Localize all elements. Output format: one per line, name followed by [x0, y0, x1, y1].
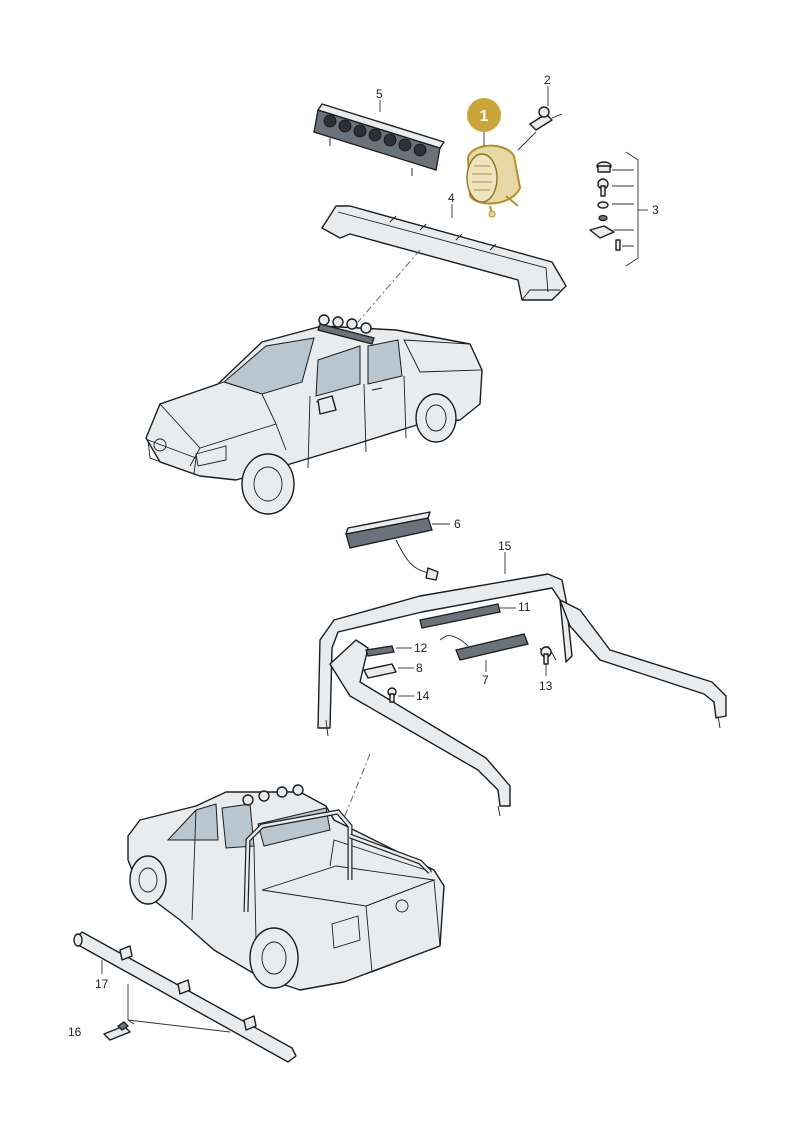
- pickup-truck-front-view: [145, 314, 483, 515]
- screw-13[interactable]: [540, 646, 552, 665]
- label-4: 4: [448, 191, 455, 205]
- label-7: 7: [482, 673, 489, 687]
- clip-8[interactable]: [363, 663, 397, 679]
- highlight-badge[interactable]: [467, 98, 501, 132]
- pickup-truck-rear-view: [127, 784, 445, 991]
- bulb[interactable]: [529, 106, 563, 131]
- label-3: 3: [652, 203, 659, 217]
- label-17: 17: [95, 977, 109, 991]
- step-bracket[interactable]: [103, 1021, 131, 1041]
- screw-14[interactable]: [387, 687, 397, 703]
- label-6: 6: [454, 517, 461, 531]
- label-8: 8: [416, 661, 423, 675]
- label-5: 5: [376, 87, 383, 101]
- hardware-set[interactable]: [589, 161, 621, 251]
- side-step-tube[interactable]: [73, 931, 297, 1063]
- label-14: 14: [416, 689, 430, 703]
- spotlight-icon: [466, 153, 498, 203]
- label-11: 11: [518, 600, 531, 614]
- label-15: 15: [498, 539, 512, 553]
- brake-light[interactable]: [345, 511, 439, 581]
- label-16: 16: [68, 1025, 82, 1039]
- spotlight[interactable]: [466, 144, 522, 218]
- sport-bar[interactable]: [317, 573, 727, 817]
- roof-bracket[interactable]: [321, 205, 567, 301]
- label-13: 13: [539, 679, 553, 693]
- led-light-bar[interactable]: [313, 103, 445, 176]
- rear-lamp[interactable]: [439, 633, 529, 661]
- bulb-icon: [538, 106, 550, 118]
- label-1: 1: [480, 108, 489, 125]
- spacer-12[interactable]: [365, 645, 395, 657]
- rail-strip[interactable]: [419, 603, 501, 629]
- label-12: 12: [414, 641, 428, 655]
- label-2: 2: [544, 73, 551, 87]
